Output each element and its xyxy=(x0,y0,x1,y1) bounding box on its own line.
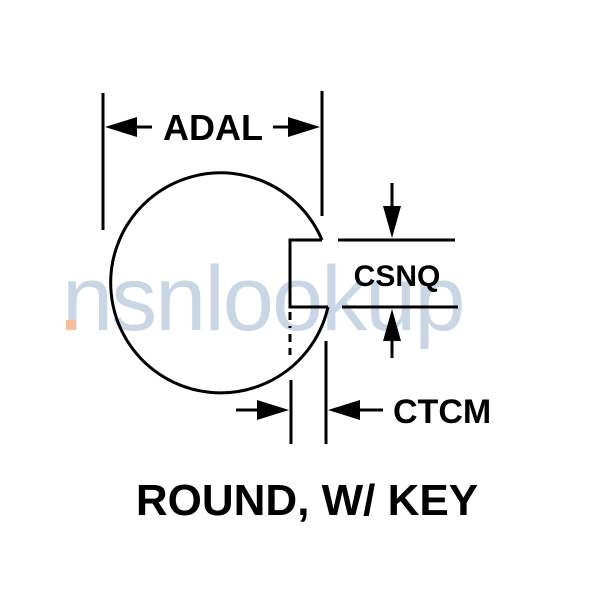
arrow-left-icon-2 xyxy=(328,400,360,420)
arrow-down-icon xyxy=(383,206,401,238)
arrow-left-icon xyxy=(105,117,137,137)
arrow-right-icon-2 xyxy=(257,400,289,420)
arrow-up-icon xyxy=(383,309,401,341)
circle-outline xyxy=(109,171,330,395)
key-width-label: CSNQ xyxy=(354,260,441,293)
keyway-notch xyxy=(288,238,328,309)
watermark-accent-dot xyxy=(66,320,76,330)
round-key-shape xyxy=(109,171,330,395)
key-depth-label: CTCM xyxy=(393,393,491,431)
shape-caption: ROUND, W/ KEY xyxy=(136,476,478,525)
diameter-label: ADAL xyxy=(163,107,263,148)
arrow-right-icon xyxy=(288,117,320,137)
